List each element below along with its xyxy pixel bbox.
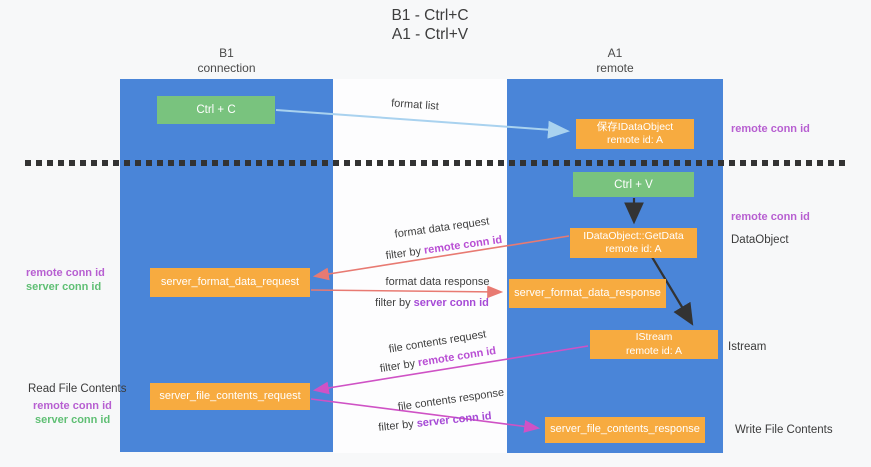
node-server-format-data-request-label: server_format_data_request [160, 275, 300, 288]
lane-header-a1: A1 remote [507, 46, 723, 76]
lane-a1-name: A1 [607, 46, 623, 60]
lane-header-b1: B1 connection [120, 46, 333, 76]
node-server-format-data-response: server_format_data_response [509, 279, 666, 308]
title-line-2: A1 - Ctrl+V [391, 26, 469, 43]
node-save-idataobject-subtitle: remote id: A [606, 134, 664, 146]
node-server-file-contents-request: server_file_contents_request [150, 383, 310, 410]
lane-b1-name: B1 [219, 46, 234, 60]
node-ctrl-c-label: Ctrl + C [196, 104, 236, 116]
node-server-file-contents-response-label: server_file_contents_response [550, 423, 700, 436]
annotation-istream: Istream [728, 341, 767, 353]
filter-by-prefix: filter by [375, 297, 414, 309]
node-idataobject-getdata: IDataObject::GetData remote id: A [570, 228, 697, 258]
annotation-server-conn-id-left-bottom: server conn id [35, 414, 111, 426]
lane-a1-subtitle: remote [596, 61, 634, 75]
node-ctrl-v: Ctrl + V [573, 172, 694, 197]
flow-label-format-data-response: format data response [385, 276, 490, 288]
annotation-remote-conn-id-right-top: remote conn id [731, 123, 810, 135]
node-save-idataobject-title: 保存IDataObject [596, 120, 674, 133]
annotation-remote-conn-id-right-mid: remote conn id [731, 211, 810, 223]
node-server-file-contents-response: server_file_contents_response [545, 417, 705, 443]
diagram-title: B1 - Ctrl+C A1 - Ctrl+V [330, 6, 530, 44]
node-istream: IStream remote id: A [590, 330, 718, 359]
node-idataobject-getdata-title: IDataObject::GetData [583, 229, 684, 242]
node-ctrl-v-label: Ctrl + V [614, 178, 653, 191]
node-idataobject-getdata-subtitle: remote id: A [605, 243, 662, 255]
annotation-remote-conn-id-left: remote conn id [26, 267, 105, 279]
node-istream-subtitle: remote id: A [625, 344, 683, 357]
title-line-1: B1 - Ctrl+C [391, 7, 469, 24]
node-server-file-contents-request-label: server_file_contents_request [159, 389, 301, 402]
filter-key-server-conn-id: server conn id [413, 297, 489, 309]
node-server-format-data-response-label: server_format_data_response [514, 286, 661, 299]
flow-label-format-data-response-filter: filter by server conn id [372, 297, 492, 309]
annotation-dataobject: DataObject [731, 234, 789, 246]
node-save-idataobject: 保存IDataObject remote id: A [576, 119, 694, 149]
node-server-format-data-request: server_format_data_request [150, 268, 310, 297]
node-ctrl-c: Ctrl + C [157, 96, 275, 124]
annotation-server-conn-id-left: server conn id [26, 281, 102, 293]
annotation-read-file-contents: Read File Contents [28, 383, 127, 395]
annotation-remote-conn-id-left-bottom: remote conn id [33, 400, 112, 412]
node-istream-title: IStream [635, 331, 673, 343]
lane-b1-subtitle: connection [197, 61, 256, 75]
annotation-write-file-contents: Write File Contents [735, 424, 833, 436]
